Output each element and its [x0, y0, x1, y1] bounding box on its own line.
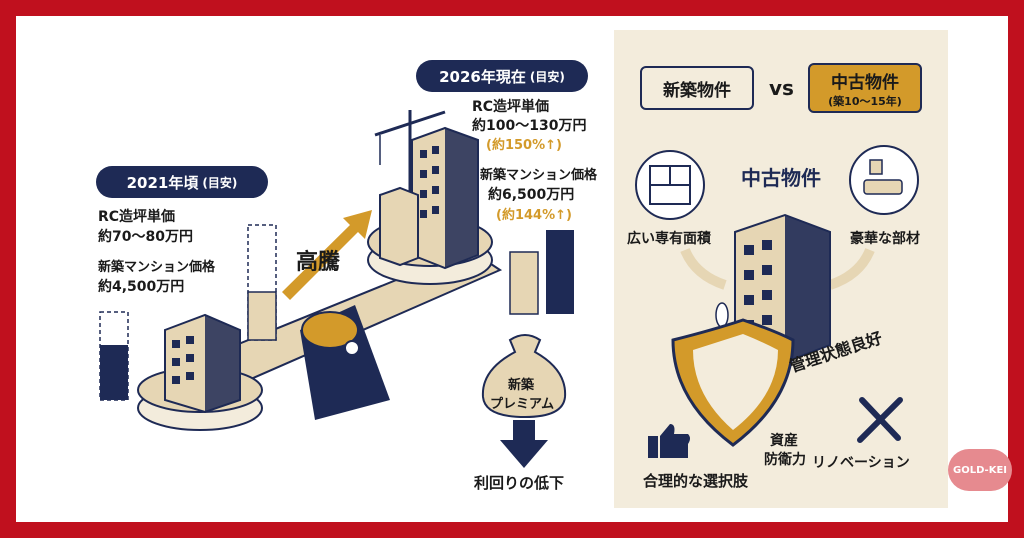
crane-jib	[374, 110, 446, 137]
condo-value-2026: 約6,500万円	[488, 187, 575, 203]
feature-large-area: 広い専有面積	[627, 231, 711, 247]
bar-2026-navy	[546, 230, 574, 314]
used-building-side	[785, 215, 830, 362]
used-property-title: 中古物件	[741, 166, 821, 190]
rc-value-2026: 約100〜130万円	[472, 118, 587, 134]
new-tower-windows	[420, 146, 439, 218]
construction-building	[379, 186, 419, 267]
sofa-icon	[863, 179, 903, 195]
tree-icon	[715, 302, 729, 328]
feature-asset-line1: 資産	[770, 433, 798, 449]
rc-label-2026: RC造坪単価	[472, 99, 550, 115]
new-property-box: 新築物件	[640, 66, 754, 110]
feature-asset-line2: 防衛力	[764, 452, 806, 468]
used-property-age: (築10〜15年)	[828, 94, 902, 108]
arrow-to-area	[680, 247, 727, 290]
fulcrum-pin	[344, 340, 360, 356]
vs-label: vs	[769, 76, 794, 100]
badge-2026: 2026年現在 (目安)	[416, 60, 588, 92]
new-tower-side	[445, 128, 478, 268]
window-icon	[869, 159, 883, 175]
yield-drop-label: 利回りの低下	[474, 474, 565, 492]
used-property-box: 中古物件 (築10〜15年)	[808, 63, 922, 113]
badge-2026-sub: (目安)	[529, 69, 565, 84]
watermark-badge: GOLD-KEI	[948, 449, 1012, 491]
badge-2021: 2021年頃 (目安)	[96, 166, 268, 198]
premium-line2: プレミアム	[490, 397, 555, 412]
condo-value-2021: 約4,500万円	[98, 279, 185, 295]
rc-label-2021: RC造坪単価	[98, 209, 176, 225]
rc-value-2021: 約70〜80万円	[98, 229, 193, 245]
feature-rational-choice: 合理的な選択肢	[643, 472, 749, 490]
old-building-side	[205, 315, 240, 412]
badge-2021-main: 2021年頃	[126, 173, 199, 192]
condo-change-2026: (約144%↑)	[496, 208, 572, 223]
tools-icon	[857, 397, 903, 443]
rc-change-2026: (約150%↑)	[486, 138, 562, 153]
down-arrow-head	[500, 440, 548, 468]
new-property-label: 新築物件	[663, 80, 731, 101]
fulcrum-cap	[301, 311, 359, 349]
rising-arrow	[282, 210, 372, 300]
premium-line1: 新築	[508, 378, 535, 393]
badge-2026-main: 2026年現在	[439, 67, 526, 86]
money-bag	[481, 334, 567, 419]
arrow-to-material	[828, 247, 875, 290]
floorplan-icon	[649, 165, 691, 205]
condo-label-2026: 新築マンション価格	[480, 168, 598, 183]
watermark-text: GOLD-KEI	[952, 464, 1008, 476]
down-arrow-shaft	[513, 420, 535, 442]
feature-renovation: リノベーション	[812, 455, 910, 471]
thumbs-up-icon	[660, 424, 690, 458]
surge-label: 高騰	[296, 250, 341, 275]
feature-luxury-material: 豪華な部材	[850, 231, 920, 247]
shield-inner	[693, 334, 778, 430]
bar-condo-2021	[247, 291, 277, 341]
badge-2021-sub: (目安)	[202, 175, 238, 190]
used-property-label: 中古物件	[831, 72, 899, 93]
bar-2026-beige	[509, 251, 539, 315]
old-building-windows	[172, 336, 194, 384]
bar-rc-2021	[100, 345, 128, 400]
thumb-cuff	[648, 436, 658, 458]
condo-label-2021: 新築マンション価格	[98, 260, 216, 275]
